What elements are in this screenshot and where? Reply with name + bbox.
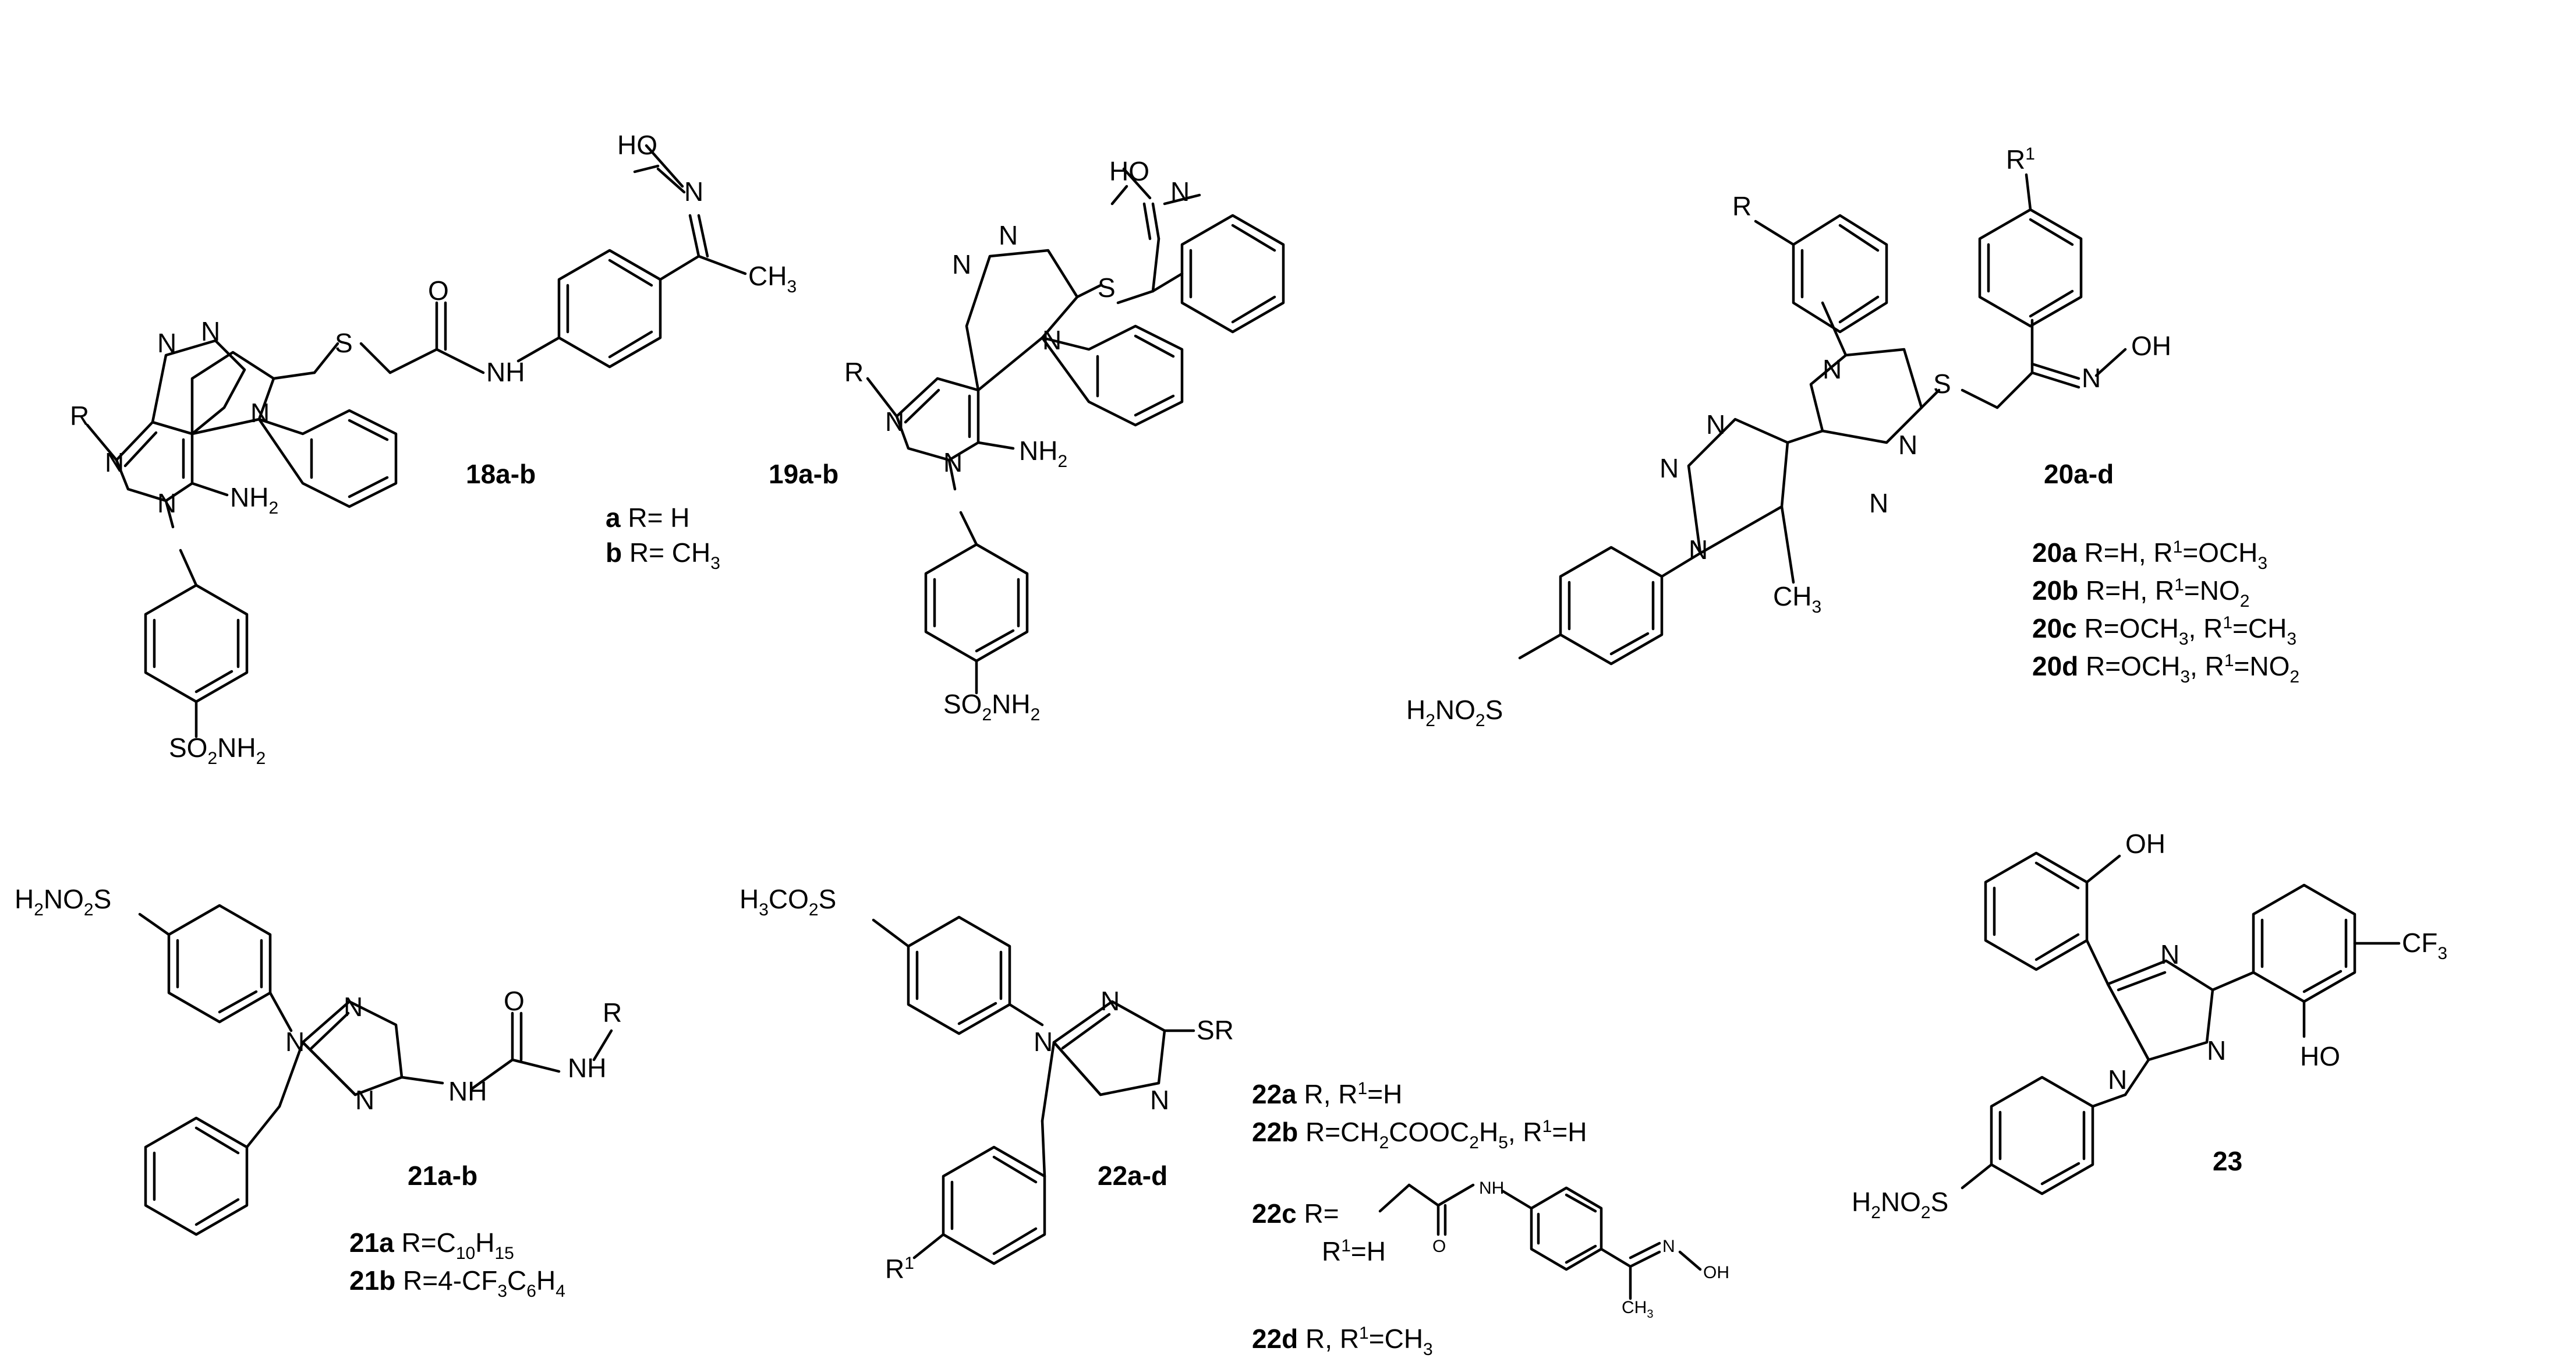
compound-21	[138, 904, 613, 1236]
variant-22a: 22a R, R1=H	[1252, 1079, 1402, 1109]
compound-label: 18a-b	[466, 459, 536, 489]
atom-NH: NH	[448, 1076, 487, 1106]
atom-N: N	[250, 398, 270, 428]
atom-S: S	[1098, 273, 1116, 303]
variant-20b: 20b R=H, R1=NO2	[2032, 575, 2249, 611]
atom-NH: NH	[568, 1053, 606, 1083]
atom-SO2NH2: SO2NH2	[943, 689, 1040, 724]
compound-19-label: 19a-b	[769, 459, 838, 489]
atom-N: N	[1170, 176, 1190, 207]
atom-H3CO2S: H3CO2S	[739, 884, 836, 919]
atom-CF3: CF3	[2402, 928, 2447, 963]
atom-CH3: CH3	[1622, 1298, 1653, 1321]
atom-R1: R1	[885, 1254, 914, 1284]
variant-20c: 20c R=OCH3, R1=CH3	[2032, 613, 2297, 649]
atom-N: N	[201, 316, 220, 346]
variant-22b: 22b R=CH2COOC2H5, R1=H	[1252, 1117, 1587, 1152]
atom-R1: R1	[2006, 144, 2035, 175]
atom-N: N	[885, 406, 904, 437]
atom-N: N	[943, 447, 963, 477]
atom-N: N	[355, 1085, 374, 1115]
compound-18	[86, 144, 747, 738]
atom-N: N	[1898, 430, 1917, 460]
atom-N: N	[999, 220, 1018, 250]
atom-CH3: CH3	[748, 261, 797, 296]
compound-23-atoms: OH CF3 HO N N N H2NO2S	[1852, 829, 2447, 1222]
atom-SR: SR	[1197, 1015, 1234, 1045]
atom-H2NO2S: H2NO2S	[15, 884, 111, 919]
atom-N: N	[1689, 535, 1708, 565]
compound-label: 20a-d	[2044, 459, 2114, 489]
atom-CH3: CH3	[1773, 581, 1821, 617]
atom-N: N	[1662, 1237, 1675, 1256]
atom-O: O	[428, 275, 449, 306]
atom-NH2: NH2	[230, 482, 278, 518]
atom-S: S	[335, 328, 353, 358]
atom-HO: HO	[1109, 156, 1149, 186]
compound-18-labels: 18a-b a R= H b R= CH3	[466, 459, 720, 573]
atom-SO2NH2: SO2NH2	[169, 733, 266, 768]
atom-N: N	[344, 992, 363, 1022]
variant-22c: 22c R=	[1252, 1198, 1339, 1229]
variant-22d: 22d R, R1=CH3	[1252, 1324, 1433, 1359]
atom-N: N	[1101, 986, 1120, 1016]
atom-S: S	[1933, 369, 1951, 399]
compound-22-atoms: H3CO2S SR N N N R1 NH O N OH CH3	[739, 884, 1729, 1321]
compound-21-atoms: H2NO2S R O NH NH N N N	[15, 884, 622, 1115]
atom-N: N	[952, 249, 971, 280]
atom-H2NO2S: H2NO2S	[1406, 695, 1503, 730]
atom-N: N	[285, 1027, 305, 1057]
atom-N: N	[2082, 363, 2101, 393]
compound-22	[872, 915, 1702, 1300]
compound-19	[866, 167, 1285, 695]
compound-19-atoms: HO N S N N N R N N NH2 SO2NH2	[844, 156, 1190, 724]
compound-23	[1961, 851, 2401, 1195]
compound-18-atoms: HO N CH3 O S NH N N N R N N NH2 SO2NH2	[70, 130, 797, 768]
compound-label: 22a-d	[1098, 1161, 1167, 1191]
atom-HO: HO	[2300, 1041, 2340, 1071]
compound-20	[1518, 173, 2127, 666]
atom-HO: HO	[617, 130, 657, 160]
atom-N: N	[157, 488, 176, 518]
atom-R: R	[1732, 191, 1751, 221]
atom-R: R	[844, 357, 864, 387]
atom-N: N	[1659, 453, 1679, 483]
variant-21a: 21a R=C10H15	[349, 1227, 514, 1263]
atom-R: R	[603, 997, 622, 1028]
atom-NH2: NH2	[1019, 436, 1067, 471]
atom-N: N	[105, 447, 124, 477]
variant-b: b R= CH3	[606, 537, 720, 573]
atom-NH: NH	[486, 357, 525, 387]
atom-N: N	[157, 328, 176, 358]
atom-N: N	[1706, 409, 1725, 440]
variant-20a: 20a R=H, R1=OCH3	[2032, 537, 2267, 573]
atom-O: O	[504, 986, 525, 1016]
variant-21b: 21b R=4-CF3C6H4	[349, 1265, 565, 1301]
atom-N: N	[684, 176, 703, 207]
compound-21-labels: 21a-b 21a R=C10H15 21b R=4-CF3C6H4	[349, 1161, 565, 1301]
atom-OH: OH	[2125, 829, 2165, 859]
atom-NH: NH	[1479, 1179, 1504, 1198]
atom-O: O	[1432, 1237, 1446, 1256]
variant-20d: 20d R=OCH3, R1=NO2	[2032, 651, 2299, 687]
atom-N: N	[1150, 1085, 1169, 1115]
atom-N: N	[2160, 939, 2179, 970]
compound-23-label: 23	[2213, 1146, 2242, 1176]
atom-N: N	[1823, 354, 1842, 384]
atom-N: N	[1034, 1027, 1053, 1057]
atom-H2NO2S: H2NO2S	[1852, 1187, 1948, 1222]
compound-label: 21a-b	[408, 1161, 477, 1191]
atom-N: N	[2207, 1035, 2226, 1066]
atom-N: N	[1869, 488, 1888, 518]
atom-OH: OH	[2131, 331, 2171, 361]
variant-a: a R= H	[606, 503, 689, 533]
atom-R: R	[70, 401, 89, 431]
compound-20-labels: 20a-d 20a R=H, R1=OCH3 20b R=H, R1=NO2 2…	[2032, 459, 2299, 687]
atom-N: N	[2108, 1064, 2127, 1095]
variant-22c-extra: R1=H	[1322, 1236, 1386, 1267]
compound-22-labels: 22a-d 22a R, R1=H 22b R=CH2COOC2H5, R1=H…	[1098, 1079, 1587, 1359]
atom-OH: OH	[1703, 1263, 1729, 1282]
atom-N: N	[1042, 325, 1061, 355]
